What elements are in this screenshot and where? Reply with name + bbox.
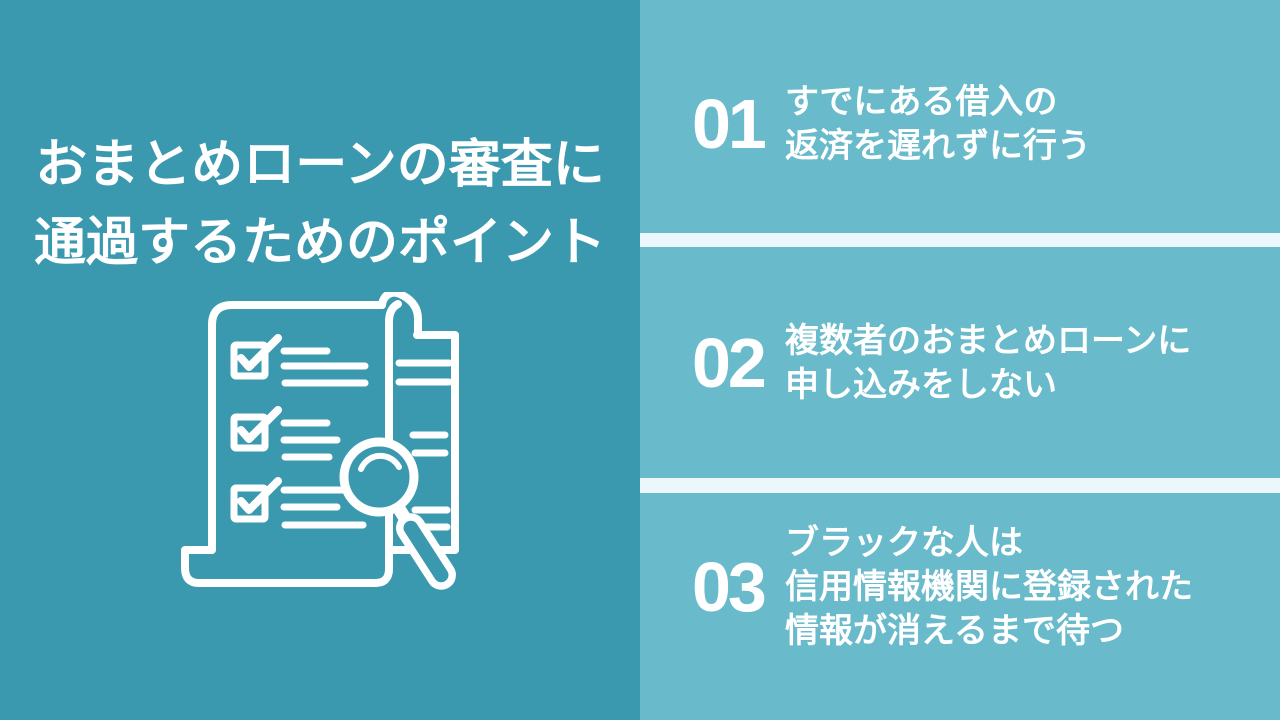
divider (640, 233, 1280, 247)
points-list: 01 すでにある借入の 返済を遅れずに行う 02 複数者のおまとめローンに 申し… (640, 0, 1280, 720)
point-item-1: 01 すでにある借入の 返済を遅れずに行う (640, 0, 1280, 233)
left-panel: おまとめローンの審査に 通過するためのポイント (0, 126, 640, 622)
point-1-line1: すでにある借入の (785, 82, 1058, 121)
point-2-line2: 申し込みをしない (785, 365, 1057, 404)
point-text-2: 複数者のおまとめローンに 申し込みをしない (785, 319, 1191, 407)
point-2-line1: 複数者のおまとめローンに (785, 321, 1192, 360)
point-3-line1: ブラックな人は (785, 523, 1023, 562)
point-number-3: 03 (692, 547, 767, 626)
point-1-line2: 返済を遅れずに行う (785, 126, 1091, 165)
checklist-magnifier-icon (177, 292, 462, 622)
point-number-2: 02 (692, 323, 767, 402)
point-3-line3: 情報が消えるまで待つ (785, 611, 1124, 650)
page-title-line1: おまとめローンの審査に (35, 136, 605, 194)
point-number-1: 01 (692, 84, 767, 163)
page-title-line2: 通過するためのポイント (33, 214, 606, 272)
divider (640, 478, 1280, 493)
point-item-3: 03 ブラックな人は 信用情報機関に登録された 情報が消えるまで待つ (640, 493, 1280, 720)
page-title: おまとめローンの審査に 通過するためのポイント (0, 126, 640, 282)
point-3-line2: 信用情報機関に登録された (785, 567, 1193, 606)
point-item-2: 02 複数者のおまとめローンに 申し込みをしない (640, 247, 1280, 478)
point-text-3: ブラックな人は 信用情報機関に登録された 情報が消えるまで待つ (785, 521, 1193, 653)
point-text-1: すでにある借入の 返済を遅れずに行う (785, 80, 1091, 168)
